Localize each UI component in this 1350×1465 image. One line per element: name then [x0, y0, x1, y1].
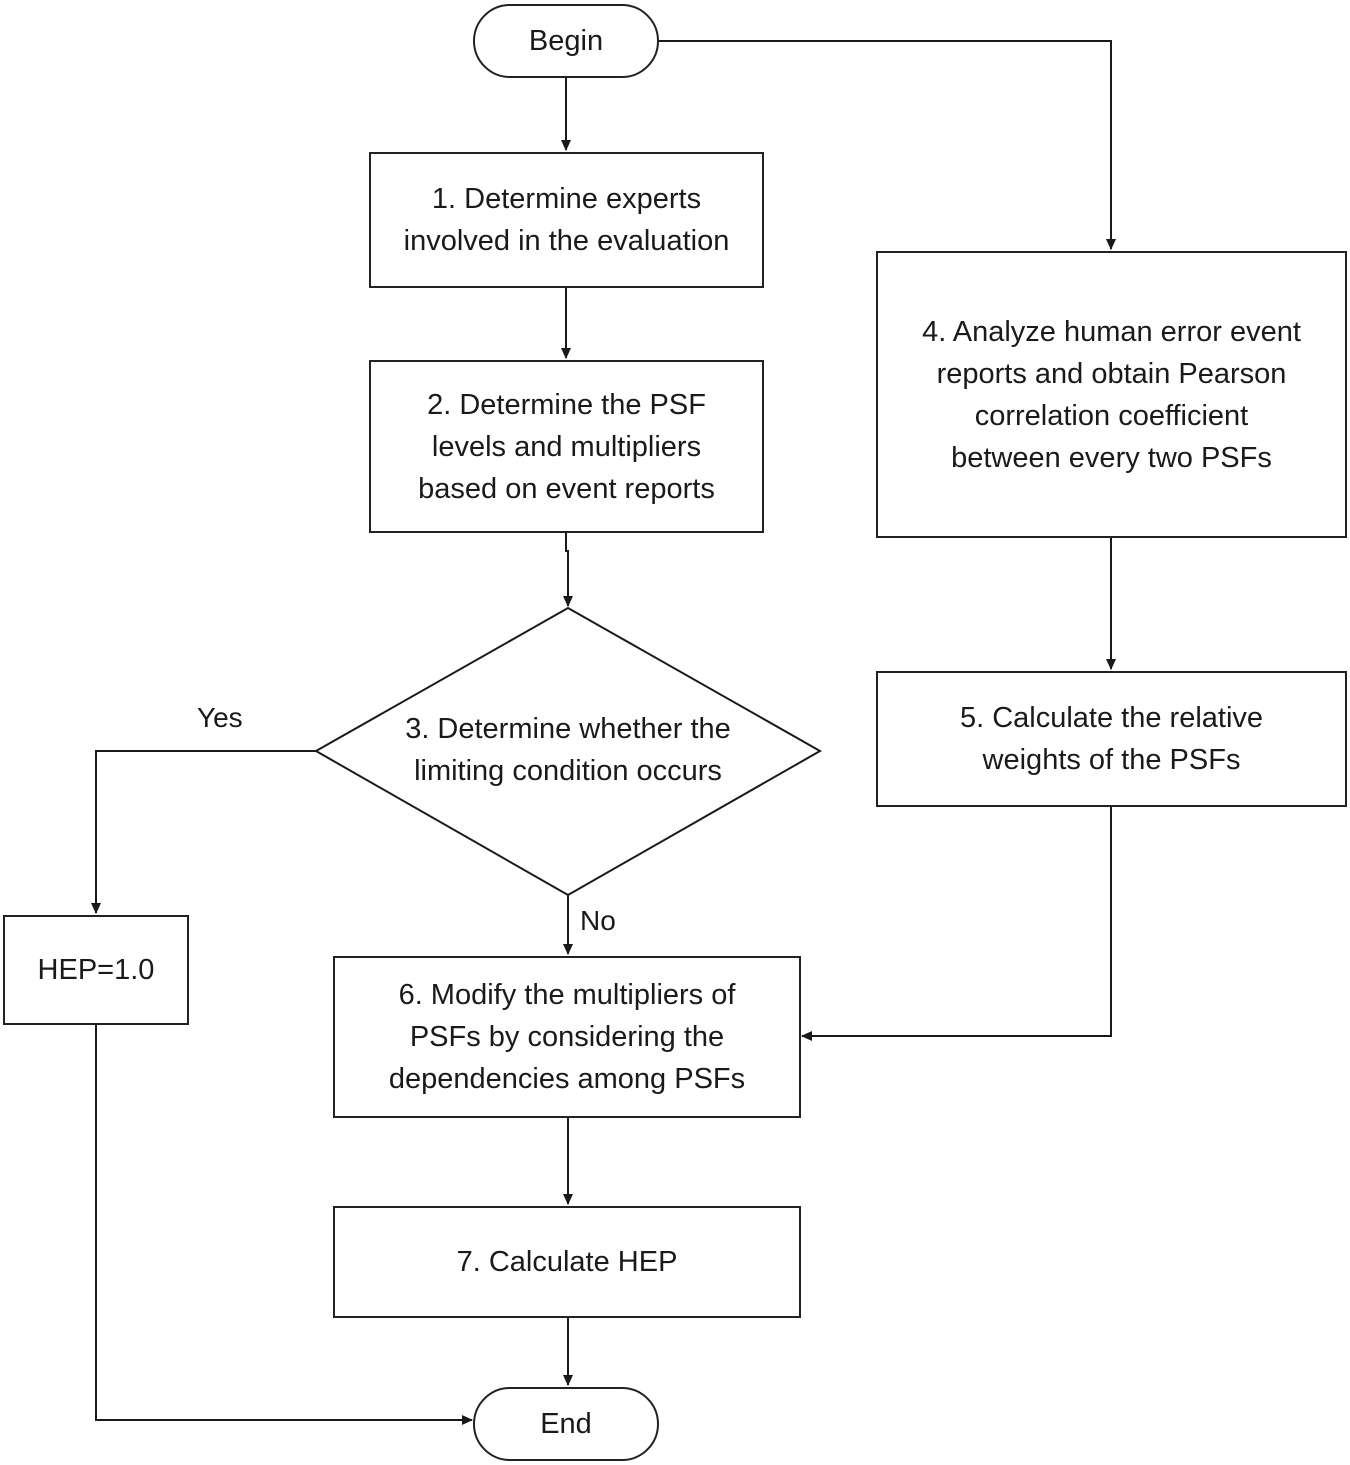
end-terminal: End — [473, 1387, 659, 1461]
step3-text: 3. Determine whether the limiting condit… — [330, 700, 806, 800]
step5-label: 5. Calculate the relative weights of the… — [959, 702, 1264, 776]
begin-label: Begin — [528, 25, 604, 57]
step3-label: 3. Determine whether the limiting condit… — [405, 713, 731, 787]
decision-diamond — [313, 606, 823, 897]
no-label: No — [580, 905, 616, 936]
edge-step5-to-step6 — [801, 807, 1112, 1041]
step6-box: 6. Modify the multipliers of PSFs by con… — [333, 956, 801, 1118]
step2-box: 2. Determine the PSF levels and multipli… — [369, 360, 764, 533]
step1-box: 1. Determine experts involved in the eva… — [369, 152, 764, 288]
step1-label: 1. Determine experts involved in the eva… — [403, 183, 730, 257]
begin-terminal: Begin — [473, 4, 659, 78]
edge-step3-yes-to-hep — [91, 750, 316, 914]
yes-label: Yes — [197, 702, 243, 733]
hep-result-box: HEP=1.0 — [3, 915, 189, 1025]
end-label: End — [540, 1408, 592, 1440]
step7-label: 7. Calculate HEP — [456, 1246, 678, 1278]
edge-step2-to-step3 — [563, 533, 573, 607]
edge-begin-to-step4 — [658, 40, 1116, 250]
hep-result-label: HEP=1.0 — [37, 954, 155, 986]
step5-box: 5. Calculate the relative weights of the… — [876, 671, 1347, 807]
step4-box: 4. Analyze human error event reports and… — [876, 251, 1347, 538]
step6-label: 6. Modify the multipliers of PSFs by con… — [388, 979, 746, 1095]
step4-label: 4. Analyze human error event reports and… — [922, 315, 1301, 474]
step7-box: 7. Calculate HEP — [333, 1206, 801, 1318]
edge-hep-to-end — [95, 1025, 473, 1425]
step2-label: 2. Determine the PSF levels and multipli… — [418, 388, 715, 505]
